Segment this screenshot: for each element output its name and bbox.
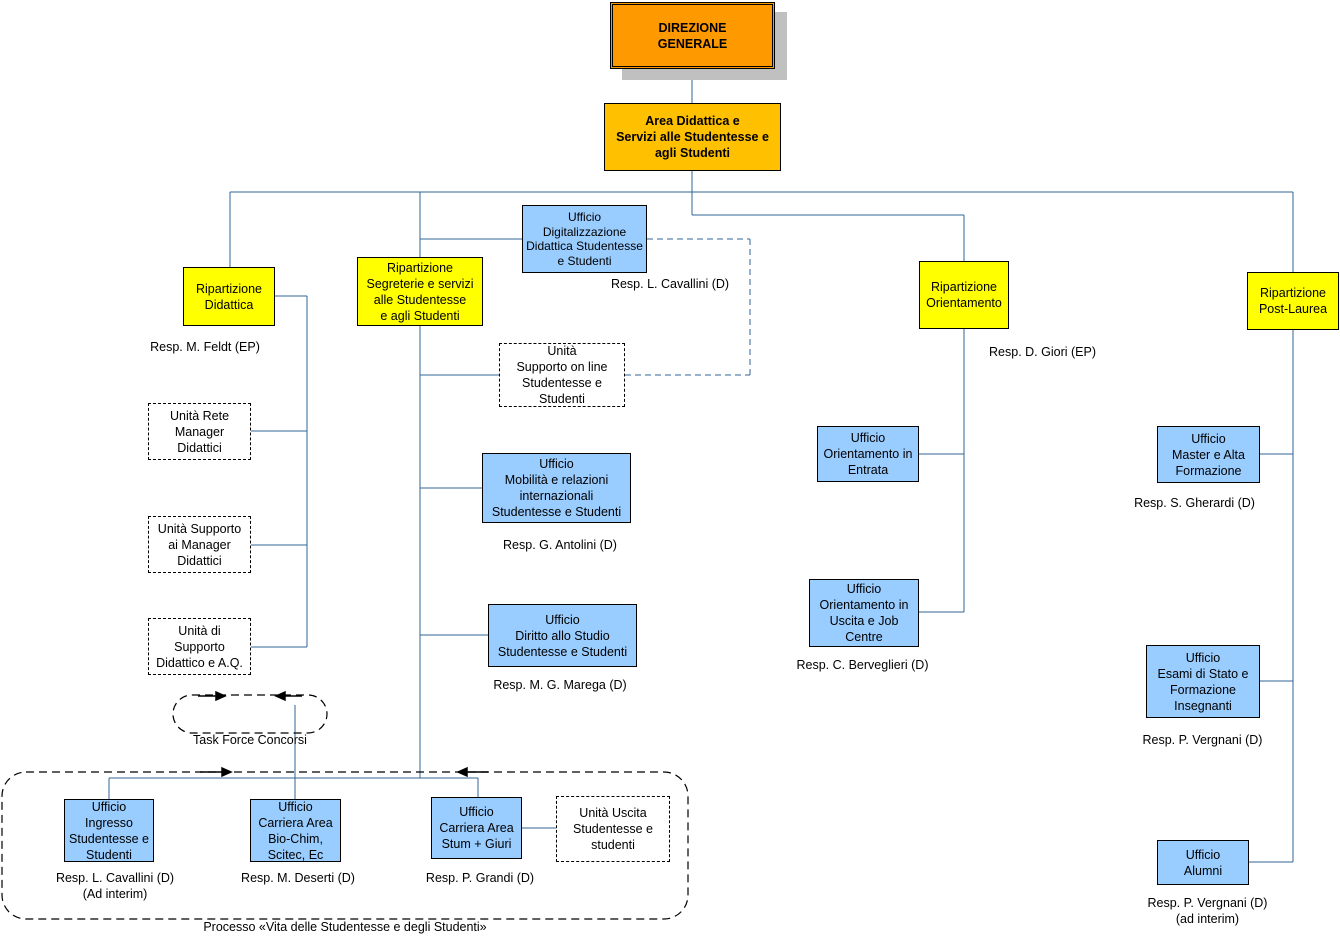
ufficio-mobilita-box: Ufficio Mobilità e relazioni internazion… [482, 453, 631, 523]
carriera-stum-resp: Resp. P. Grandi (D) [425, 871, 535, 885]
ripartizione-orientamento-title: Ripartizione Orientamento [926, 280, 1002, 310]
carriera-bio-resp: Resp. M. Deserti (D) [241, 871, 355, 885]
ufficio-carriera-stum-title: Ufficio Carriera Area Stum + Giuri [439, 805, 514, 851]
ripartizione-post-laurea-box: Ripartizione Post-Laurea [1247, 272, 1339, 330]
ripartizione-orientamento-resp: Resp. D. Giori (EP) [989, 345, 1096, 359]
ufficio-orientamento-entrata-title: Ufficio Orientamento in Entrata [823, 431, 913, 477]
ripartizione-segreterie-box: Ripartizione Segreterie e servizi alle S… [357, 257, 483, 326]
ripartizione-post-laurea-title: Ripartizione Post-Laurea [1258, 286, 1328, 316]
ufficio-ingresso-title: Ufficio Ingresso Studentesse e Studenti [69, 799, 149, 862]
unita-supporto-aq-title: Unità di Supporto Didattico e A.Q. [156, 623, 243, 670]
unita-supporto-aq-box: Unità di Supporto Didattico e A.Q. [148, 618, 251, 675]
ufficio-carriera-bio-box: Ufficio Carriera Area Bio-Chim, Scitec, … [250, 799, 341, 862]
ufficio-mobilita-title: Ufficio Mobilità e relazioni internazion… [491, 457, 622, 519]
task-force-label: Task Force Concorsi [193, 733, 307, 747]
unita-uscita-box: Unità Uscita Studentesse e studenti [556, 796, 670, 862]
unita-supporto-manager-box: Unità Supporto ai Manager Didattici [148, 516, 251, 573]
direzione-generale-box: DIREZIONE GENERALE [610, 2, 775, 69]
mobilita-resp: Resp. G. Antolini (D) [503, 538, 617, 552]
unita-supporto-online-box: Unità Supporto on line Studentesse e Stu… [499, 343, 625, 407]
ufficio-diritto-studio-box: Ufficio Diritto allo Studio Studentesse … [488, 604, 637, 667]
unita-uscita-title: Unità Uscita Studentesse e studenti [573, 806, 653, 852]
ufficio-diritto-studio-title: Ufficio Diritto allo Studio Studentesse … [497, 612, 628, 659]
ingresso-resp: Resp. L. Cavallini (D) (Ad interim) [55, 871, 175, 901]
ripartizione-didattica-resp: Resp. M. Feldt (EP) [150, 340, 260, 354]
ufficio-carriera-stum-box: Ufficio Carriera Area Stum + Giuri [431, 797, 522, 859]
processo-label: Processo «Vita delle Studentesse e degli… [203, 920, 487, 934]
unita-rete-manager-title: Unità Rete Manager Didattici [169, 408, 230, 455]
ufficio-master-box: Ufficio Master e Alta Formazione [1157, 426, 1260, 483]
ufficio-digitalizzazione-box: Ufficio Digitalizzazione Didattica Stude… [522, 205, 647, 273]
ufficio-alumni-title: Ufficio Alumni [1183, 847, 1223, 878]
ufficio-ingresso-box: Ufficio Ingresso Studentesse e Studenti [64, 799, 154, 862]
ripartizione-didattica-box: Ripartizione Didattica [183, 267, 275, 326]
ufficio-orientamento-entrata-box: Ufficio Orientamento in Entrata [817, 426, 919, 482]
area-didattica-title: Area Didattica e Servizi alle Studentess… [616, 114, 769, 160]
unita-rete-manager-box: Unità Rete Manager Didattici [148, 403, 251, 460]
ufficio-master-title: Ufficio Master e Alta Formazione [1172, 431, 1245, 478]
ripartizione-segreterie-title: Ripartizione Segreterie e servizi alle S… [366, 260, 474, 323]
area-didattica-box: Area Didattica e Servizi alle Studentess… [604, 103, 781, 171]
direzione-generale-title: DIREZIONE GENERALE [657, 20, 728, 51]
alumni-resp: Resp. P. Vergnani (D) (ad interim) [1147, 896, 1268, 926]
ufficio-esami-stato-title: Ufficio Esami di Stato e Formazione Inse… [1157, 650, 1249, 713]
ufficio-carriera-bio-title: Ufficio Carriera Area Bio-Chim, Scitec, … [258, 799, 333, 862]
ufficio-digitalizzazione-title: Ufficio Digitalizzazione Didattica Stude… [526, 210, 643, 268]
ufficio-orientamento-uscita-title: Ufficio Orientamento in Uscita e Job Cen… [819, 582, 909, 644]
unita-supporto-manager-title: Unità Supporto ai Manager Didattici [157, 521, 242, 568]
ufficio-esami-stato-box: Ufficio Esami di Stato e Formazione Inse… [1146, 645, 1260, 718]
ripartizione-orientamento-box: Ripartizione Orientamento [919, 261, 1009, 329]
diritto-studio-resp: Resp. M. G. Marega (D) [493, 678, 627, 692]
master-resp: Resp. S. Gherardi (D) [1134, 496, 1255, 510]
orientamento-uscita-resp: Resp. C. Berveglieri (D) [796, 658, 929, 672]
esami-stato-resp: Resp. P. Vergnani (D) [1142, 733, 1263, 747]
digitalizzazione-resp: Resp. L. Cavallini (D) [610, 277, 730, 291]
ufficio-orientamento-uscita-box: Ufficio Orientamento in Uscita e Job Cen… [809, 579, 919, 647]
ripartizione-didattica-title: Ripartizione Didattica [195, 281, 262, 312]
ufficio-alumni-box: Ufficio Alumni [1157, 840, 1249, 885]
unita-supporto-online-title: Unità Supporto on line Studentesse e Stu… [516, 344, 608, 406]
